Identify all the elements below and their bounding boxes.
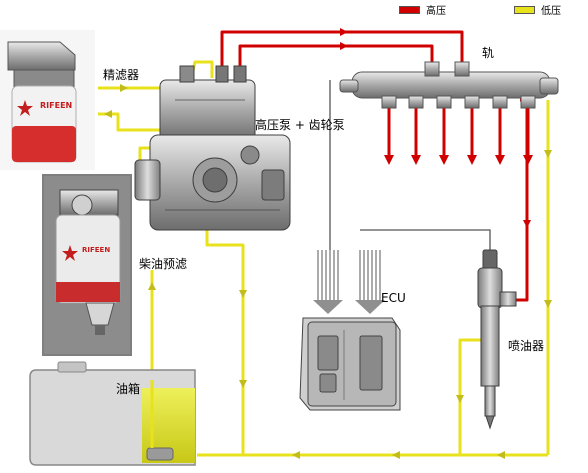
pre-filter-label: 柴油预滤	[139, 257, 188, 271]
legend-high-label: 高压	[426, 6, 446, 17]
fine-filter: RIFEEN	[0, 30, 95, 170]
ecu-arrowheads	[313, 300, 385, 314]
ecu-input-arrows	[317, 250, 381, 300]
fine-filter-brand: RIFEEN	[40, 101, 72, 110]
legend-low-pressure: 低压	[514, 2, 561, 17]
legend-high-pressure: 高压	[399, 2, 446, 17]
legend-low-swatch	[514, 5, 535, 14]
injector-label: 喷油器	[508, 339, 545, 353]
high-flow-arrows	[340, 28, 531, 228]
fine-filter-label: 精滤器	[103, 68, 140, 82]
high-pressure-pump	[134, 65, 291, 231]
low-flow-arrows	[104, 84, 552, 459]
fuel-tank	[29, 361, 196, 466]
injector	[477, 249, 517, 430]
ecu-unit	[299, 317, 401, 411]
rail-output-arrows	[384, 108, 533, 165]
legend-high-swatch	[399, 5, 420, 14]
fuel-rail	[339, 61, 559, 109]
pre-filter-brand: RIFEEN	[82, 246, 110, 254]
legend-low-label: 低压	[541, 6, 561, 17]
rail-label: 轨	[482, 46, 495, 60]
pre-filter: RIFEEN	[42, 174, 132, 356]
pump-label: 高压泵 + 齿轮泵	[255, 118, 345, 132]
ecu-label: ECU	[381, 291, 406, 305]
tank-label: 油箱	[116, 382, 141, 396]
ecu-wires	[329, 80, 491, 250]
